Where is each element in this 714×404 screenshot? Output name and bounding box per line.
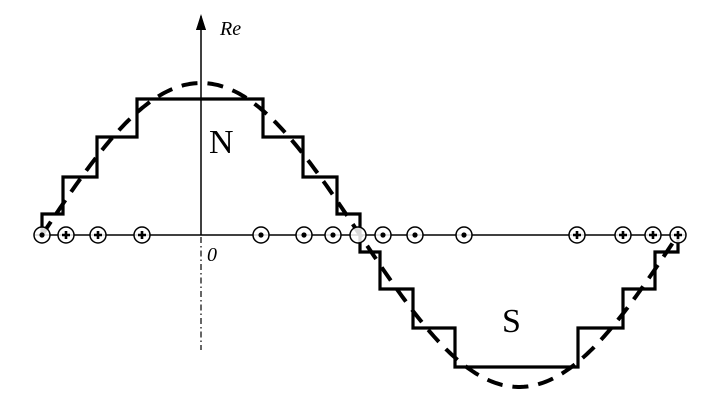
- conductor-dot-icon: [295, 226, 313, 244]
- axis-label: Re: [220, 18, 242, 40]
- conductor-plus-icon: [568, 226, 586, 244]
- conductor-plus-icon: [57, 226, 75, 244]
- conductor-dot-icon: [455, 226, 473, 244]
- conductor-dot-icon: [406, 226, 424, 244]
- conductor-plus-icon: [644, 226, 662, 244]
- conductor-plus-icon: [614, 226, 632, 244]
- origin-label: 0: [207, 244, 217, 266]
- axis-arrowhead: [196, 14, 206, 30]
- conductor-dot-icon: [33, 226, 51, 244]
- conductor-markers: [33, 226, 687, 244]
- conductor-plus-icon: [89, 226, 107, 244]
- conductor-dot-icon: [324, 226, 342, 244]
- conductor-dot-icon: [252, 226, 270, 244]
- south-pole-label: S: [502, 303, 521, 340]
- conductor-plus-icon: [133, 226, 151, 244]
- conductor-plus-icon: [669, 226, 687, 244]
- north-pole-label: N: [209, 124, 234, 161]
- conductor-dot-icon: [374, 226, 392, 244]
- conductor-empty-icon: [349, 226, 367, 244]
